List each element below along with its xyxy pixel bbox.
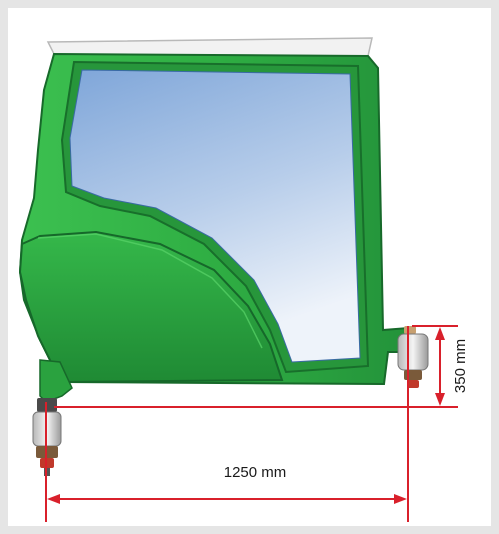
- rear-mount-icon: [397, 326, 429, 388]
- panel-highlight: [37, 233, 263, 349]
- dimension-arrows: [47, 327, 445, 504]
- dimension-lines: [45, 325, 458, 522]
- width-label: 1250 mm: [224, 464, 287, 481]
- left-leg: [39, 359, 73, 403]
- lower-panel: [18, 230, 284, 384]
- height-label: 350 mm: [452, 339, 469, 393]
- window-glass: [69, 69, 361, 363]
